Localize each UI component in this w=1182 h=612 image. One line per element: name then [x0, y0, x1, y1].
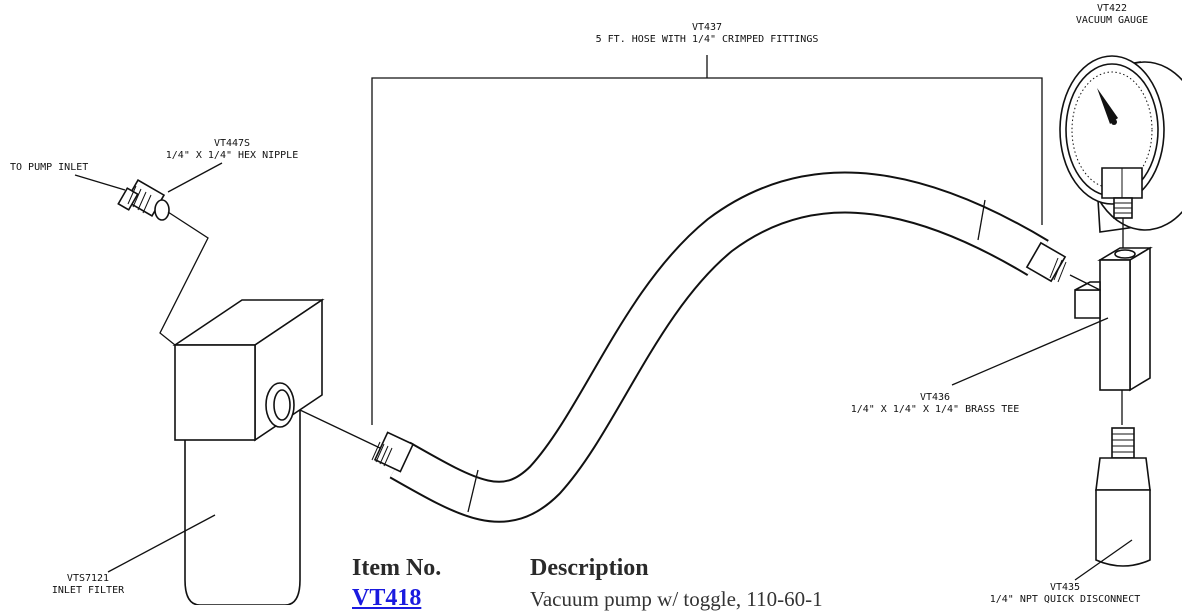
hose — [389, 171, 1049, 523]
gauge-needle — [1097, 88, 1118, 124]
vacuum-gauge — [1059, 55, 1182, 250]
quick-disconnect — [1095, 427, 1151, 567]
nipple-desc-label: 1/4" X 1/4" HEX NIPPLE — [166, 150, 298, 161]
nipple-leader — [167, 162, 223, 193]
table-header-description: Description — [530, 555, 649, 581]
tee-desc-label: 1/4" X 1/4" X 1/4" BRASS TEE — [851, 404, 1020, 415]
hose-fitting-right — [1025, 241, 1067, 283]
filter-desc-label: INLET FILTER — [52, 585, 125, 596]
item-description: Vacuum pump w/ toggle, 110-60-1 — [530, 587, 823, 611]
hose-fitting-left — [371, 431, 415, 473]
filter-leader — [107, 514, 216, 573]
hose-id-label: VT437 — [692, 22, 722, 33]
brass-tee — [1069, 246, 1153, 425]
qd-id-label: VT435 — [1050, 582, 1080, 593]
pump-inlet-leader — [74, 174, 126, 191]
gauge-id-label: VT422 — [1097, 3, 1127, 14]
qd-leader — [1074, 539, 1133, 581]
filter-id-label: VTS7121 — [67, 573, 109, 584]
gauge-desc-label: VACUUM GAUGE — [1076, 15, 1148, 26]
item-link-vt418[interactable]: VT418 — [352, 585, 422, 611]
tee-leader — [951, 317, 1109, 386]
hose-desc-label: 5 FT. HOSE WITH 1/4" CRIMPED FITTINGS — [596, 34, 819, 45]
hex-nipple — [117, 179, 209, 346]
inlet-filter — [172, 298, 381, 605]
hose-callout — [371, 55, 1043, 425]
tee-id-label: VT436 — [920, 392, 950, 403]
nipple-id-label: VT447S — [214, 138, 250, 149]
table-header-item-no: Item No. — [352, 555, 442, 581]
qd-desc-label: 1/4" NPT QUICK DISCONNECT — [990, 594, 1141, 605]
pump-inlet-label: TO PUMP INLET — [10, 162, 88, 173]
